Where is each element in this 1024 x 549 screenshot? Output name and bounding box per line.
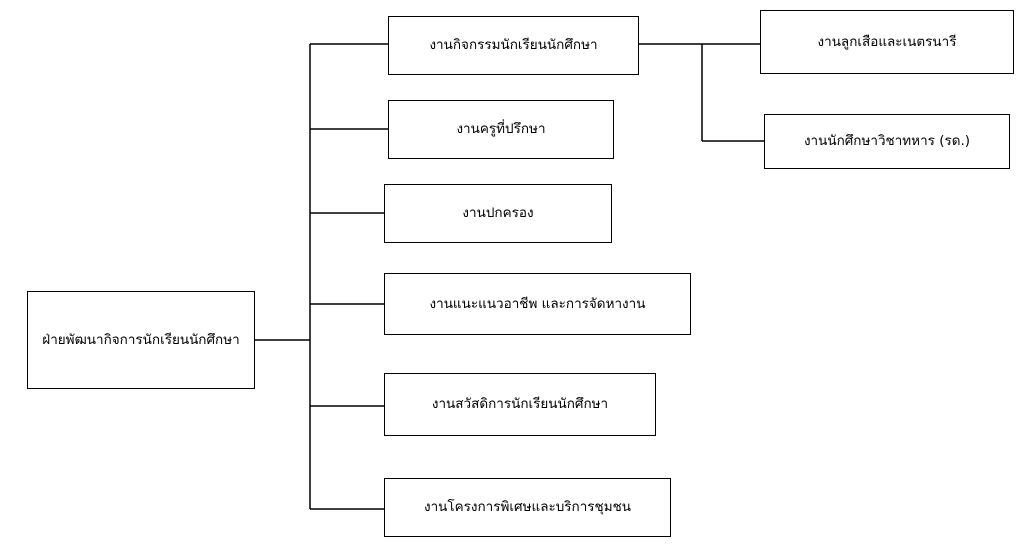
node-student-activities: งานกิจกรรมนักเรียนนักศึกษา [388,16,639,75]
node-advisory-teacher: งานครูที่ปรึกษา [388,100,614,159]
node-label: งานลูกเสือและเนตรนารี [817,33,957,50]
node-career-guidance: งานแนะแนวอาชีพ และการจัดหางาน [384,273,691,335]
node-label: งานแนะแนวอาชีพ และการจัดหางาน [429,295,646,312]
node-label: งานกิจกรรมนักเรียนนักศึกษา [429,37,598,54]
node-student-welfare: งานสวัสดิการนักเรียนนักศึกษา [384,373,656,436]
root-node-label: ฝ่ายพัฒนากิจการนักเรียนนักศึกษา [42,331,240,348]
node-label: งานปกครอง [462,205,534,222]
node-label: งานครูที่ปรึกษา [456,121,546,138]
root-node-student-affairs: ฝ่ายพัฒนากิจการนักเรียนนักศึกษา [27,291,255,389]
node-special-projects: งานโครงการพิเศษและบริการชุมชน [384,478,671,537]
node-discipline: งานปกครอง [384,184,612,243]
node-label: งานนักศึกษาวิชาทหาร (รด.) [803,133,971,150]
node-military-cadets: งานนักศึกษาวิชาทหาร (รด.) [764,114,1010,169]
node-label: งานสวัสดิการนักเรียนนักศึกษา [431,396,609,413]
node-scouts-guides: งานลูกเสือและเนตรนารี [760,10,1014,74]
node-label: งานโครงการพิเศษและบริการชุมชน [423,499,631,516]
